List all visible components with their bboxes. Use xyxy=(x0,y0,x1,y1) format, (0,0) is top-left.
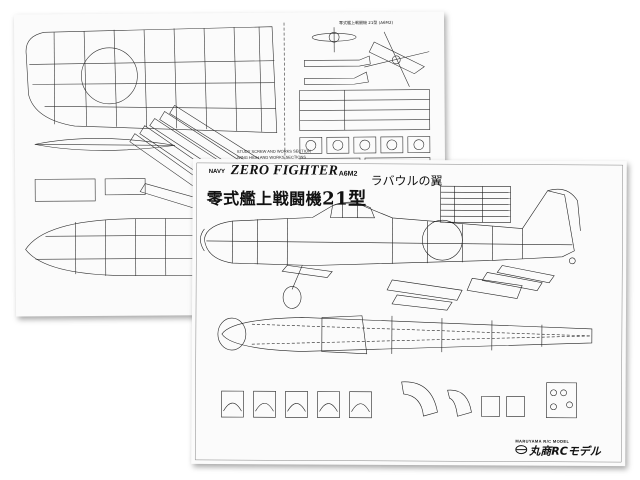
back-note-line-2: WING HIGH AND WORKS SECTIONS xyxy=(237,154,306,159)
front-plan-drawing xyxy=(195,162,623,463)
main-wheel xyxy=(282,286,302,309)
japanese-title-type: 21型 xyxy=(322,188,367,210)
cockpit-panel xyxy=(546,382,577,419)
fuselage-roundel-outline xyxy=(422,219,463,261)
japanese-title: 零式艦上戦闘機21型 xyxy=(207,184,367,211)
wing-roundel-outline xyxy=(81,47,138,105)
tail-wheel xyxy=(568,257,576,265)
wing-planform-top xyxy=(25,26,278,133)
brand-main-text: 丸商RCモデル xyxy=(529,444,601,459)
subtitle: ラバウルの翼 xyxy=(370,173,443,189)
brand-logo-icon xyxy=(515,445,528,455)
front-plan-sheet: NAVY ZERO FIGHTER A6M2 零式艦上戦闘機21型 ラバウルの翼… xyxy=(191,158,627,467)
brand-block: MARUYAMA R/C MODEL 丸商RCモデル xyxy=(515,439,601,459)
former-parts-row xyxy=(221,381,525,419)
cowl-top-view xyxy=(217,317,247,351)
canopy-side xyxy=(330,201,375,219)
fuselage-top-view xyxy=(221,317,593,352)
back-note-line-1: STUDY SCREW AND WORKS SECTION xyxy=(237,148,311,154)
three-view-drawings xyxy=(303,27,430,87)
model-code: A6M2 xyxy=(338,170,358,178)
japanese-title-main: 零式艦上戦闘機 xyxy=(206,188,323,209)
navy-label: NAVY xyxy=(208,168,225,176)
back-sheet-header: 零式艦上戦闘機 21型 (A6M2) xyxy=(338,19,394,26)
english-title: ZERO FIGHTER xyxy=(230,163,339,179)
engine-mount-parts xyxy=(386,265,555,311)
fuselage-side-view xyxy=(204,190,575,266)
